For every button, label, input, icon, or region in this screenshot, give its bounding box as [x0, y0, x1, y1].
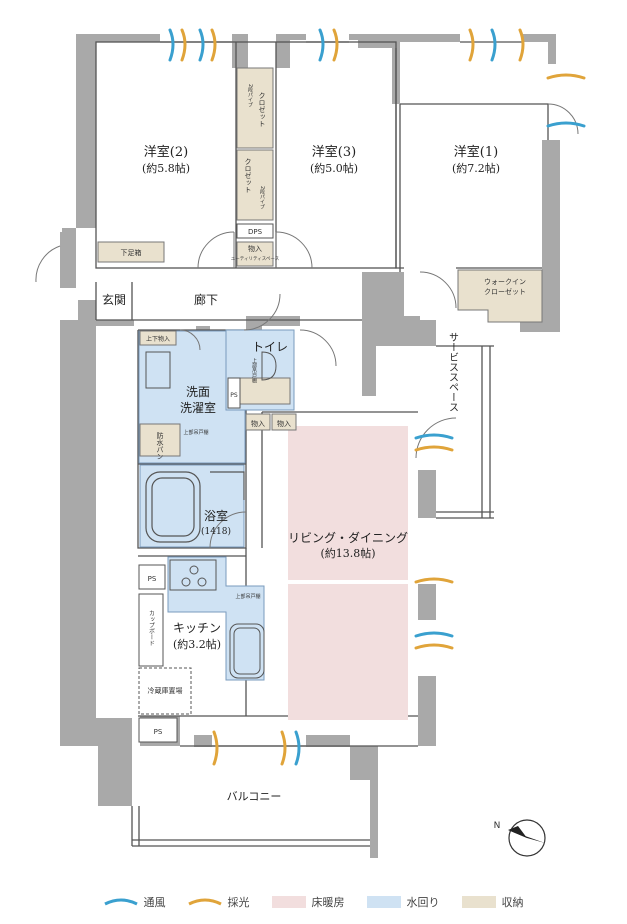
washroom-line1: 洗面: [186, 385, 210, 399]
upper-cabinet-kitchen: 上部吊戸棚: [235, 593, 260, 600]
entrance-label: 玄関: [102, 292, 126, 307]
legend-storage: 収納: [461, 894, 524, 910]
living-size: (約13.8帖): [320, 546, 375, 560]
ventilation-light-arrows: [168, 28, 586, 766]
storage-label-2: 物入: [277, 419, 291, 428]
washroom-line2: 洗濯室: [180, 400, 216, 415]
bathtub: [145, 471, 245, 543]
legend-ventilation: 通風: [103, 894, 166, 910]
washbasin: [145, 351, 171, 389]
legend-wet-area: 水回り: [366, 894, 440, 910]
light-icon: [187, 898, 222, 906]
cupboard-label: カップボード: [148, 610, 155, 646]
ps-boxes: [138, 377, 241, 743]
fridge-label: 冷蔵庫置場: [148, 686, 183, 695]
closet-stage-top: 2段パイプ: [247, 84, 253, 108]
corridor-label: 廊下: [194, 292, 218, 307]
western2-size: (約5.8帖): [142, 161, 190, 175]
compass-icon: N: [494, 819, 546, 857]
doors: [35, 103, 579, 549]
floor-heating-swatch: [271, 896, 306, 908]
legend-storage-label: 収納: [501, 896, 524, 909]
toilet-label: トイレ: [252, 340, 288, 354]
ps-label-balcony: PS: [154, 728, 163, 736]
compass-label: N: [494, 821, 501, 831]
dps-label: DPS: [248, 228, 263, 236]
utility-label: ユーティリティスペース: [231, 256, 280, 262]
kitchen-name: キッチン: [173, 621, 221, 635]
closet-stage-bottom: 2段パイプ: [259, 186, 265, 210]
legend-light: 採光: [187, 894, 250, 910]
legend-ventilation-label: 通風: [143, 896, 166, 909]
storage-label-1: 物入: [251, 419, 265, 428]
stove-icon: [169, 559, 217, 591]
legend-light-label: 採光: [227, 896, 250, 909]
storage-areas: [97, 67, 543, 457]
storage-swatch: [461, 896, 496, 908]
upper-lower-storage-label: 上下物入: [146, 335, 170, 343]
upper-cabinet-toilet: 上部吊戸棚: [251, 357, 257, 384]
waterproof-pan-label: 防水パン: [156, 431, 164, 460]
western3-name: 洋室(3): [312, 144, 356, 160]
western1-name: 洋室(1): [454, 144, 498, 160]
floor-heating-area: [288, 426, 408, 720]
legend-floor-heating-label: 床暖房: [311, 896, 345, 909]
toilet-fixture: [261, 351, 277, 381]
closet-label-top: クロゼット: [258, 92, 266, 127]
balcony-label: バルコニー: [227, 790, 282, 803]
living-name: リビング・ダイニング: [288, 530, 408, 545]
ps-label-kitchen: PS: [148, 575, 157, 583]
legend-wet-area-label: 水回り: [406, 896, 440, 909]
wet-area-swatch: [366, 896, 401, 908]
western1-size: (約7.2帖): [452, 161, 500, 175]
legend: 通風 採光 床暖房 水回り 収納: [0, 890, 627, 914]
service-space-label: サービススペース: [447, 332, 459, 412]
western2-name: 洋室(2): [144, 144, 188, 160]
bath-size: (1418): [201, 526, 231, 537]
ps-label-toilet: PS: [230, 392, 238, 399]
kitchen-fixtures: [138, 593, 265, 715]
legend-floor-heating: 床暖房: [271, 894, 345, 910]
room-labels: 洋室(2) (約5.8帖) 洋室(3) (約5.0帖) 洋室(1) (約7.2帖…: [102, 144, 526, 803]
walkin-line2: クローゼット: [484, 287, 526, 296]
storage-label-utility: 物入: [248, 244, 262, 253]
upper-cabinet-washroom: 上部吊戸棚: [183, 429, 208, 436]
western3-size: (約5.0帖): [310, 161, 358, 175]
fixture-labels: クロゼット 2段パイプ クロゼット 2段パイプ DPS 物入 ユーティリティスペ…: [121, 84, 292, 736]
walkin-line1: ウォークイン: [484, 278, 526, 286]
shoe-box-label: 下足箱: [121, 248, 142, 257]
ventilation-icon: [103, 898, 138, 906]
kitchen-size: (約3.2帖): [173, 637, 221, 651]
closet-label-bottom: クロゼット: [244, 158, 252, 193]
bath-name: 浴室: [204, 508, 228, 523]
